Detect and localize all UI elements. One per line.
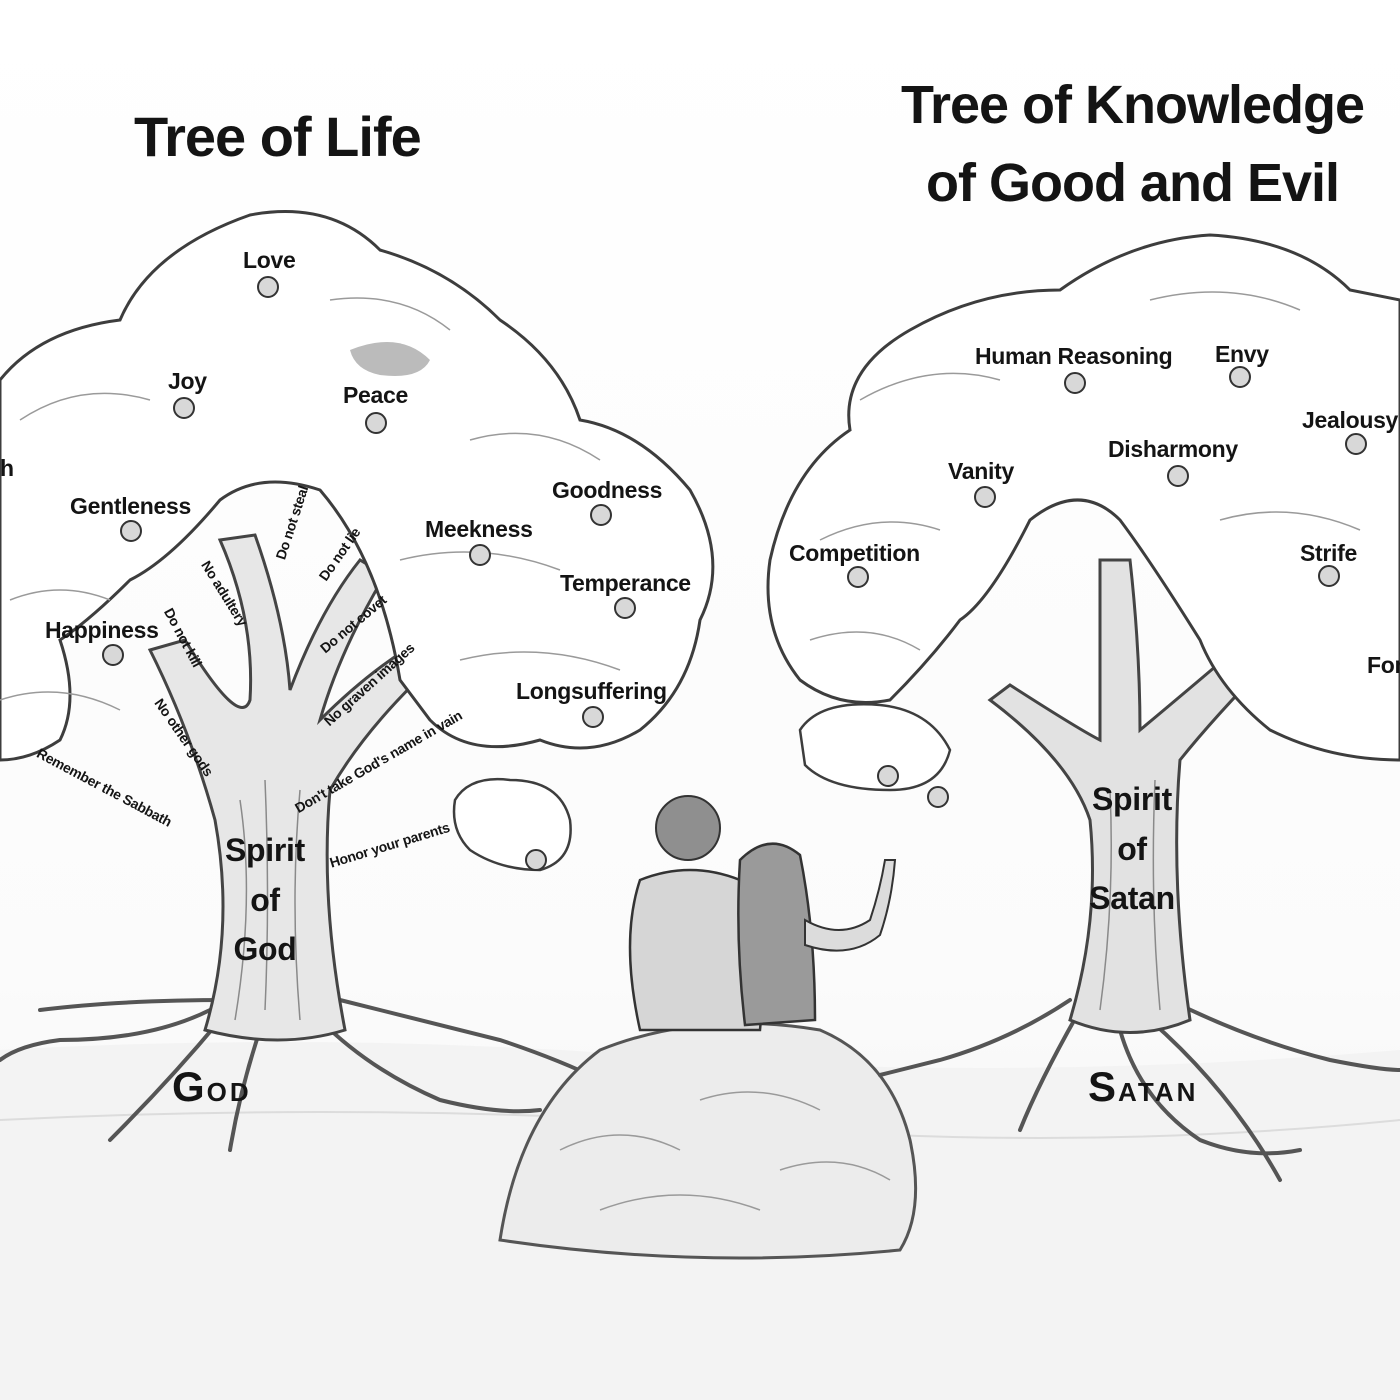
root-god: GOD xyxy=(172,1066,252,1108)
fruit-gentleness: Gentleness xyxy=(70,493,191,519)
fruit-peace: Peace xyxy=(343,382,409,408)
tree-of-knowledge-trunk xyxy=(987,558,1293,1034)
spirit-of-satan-line2: of xyxy=(1117,830,1147,867)
fruit-faith-fragment: h xyxy=(0,455,14,481)
tree-of-life xyxy=(0,210,715,1152)
spirit-of-god-line1: Spirit xyxy=(225,832,305,868)
rock xyxy=(498,1021,918,1260)
fruit-meekness: Meekness xyxy=(425,516,533,542)
tree-of-knowledge-title-line1: Tree of Knowledge xyxy=(900,75,1365,135)
woman-hair xyxy=(737,842,817,1027)
tree-of-life-fruit-marks xyxy=(102,276,636,871)
root-god-initial: G xyxy=(172,1063,207,1110)
fruit-longsuffering: Longsuffering xyxy=(516,678,667,704)
root-satan-initial: S xyxy=(1088,1063,1119,1110)
tree-of-knowledge xyxy=(766,233,1400,1182)
spirit-of-god-line3: God xyxy=(233,931,297,968)
woman-arm xyxy=(804,859,897,952)
fruit-joy: Joy xyxy=(168,368,207,394)
man-head xyxy=(655,795,721,861)
spirit-of-god: Spirit of God xyxy=(205,826,325,975)
tree-of-knowledge-roots xyxy=(878,998,1400,1182)
spirit-of-satan-line3: Satan xyxy=(1089,880,1175,917)
fruit-vanity: Vanity xyxy=(948,458,1014,484)
fruit-disharmony: Disharmony xyxy=(1108,436,1238,462)
tree-of-life-roots xyxy=(0,998,602,1152)
fruit-envy: Envy xyxy=(1215,341,1269,367)
tree-of-life-canopy xyxy=(0,210,715,762)
fruit-human-reasoning: Human Reasoning xyxy=(975,343,1173,369)
tree-of-life-title: Tree of Life xyxy=(134,105,422,168)
fruit-love: Love xyxy=(243,247,296,273)
fruit-temperance: Temperance xyxy=(560,570,691,596)
fruit-fornication-fragment: For xyxy=(1367,652,1400,678)
spirit-of-satan: Spirit of Satan xyxy=(1072,775,1192,924)
root-satan-rest: ATAN xyxy=(1118,1077,1199,1107)
fruit-happiness: Happiness xyxy=(45,617,159,643)
tree-of-knowledge-fruit-marks xyxy=(847,366,1367,808)
tree-of-life-trunk xyxy=(147,533,452,1042)
couple-on-rock xyxy=(498,795,918,1260)
fruit-goodness: Goodness xyxy=(552,477,663,503)
tree-of-knowledge-title: Tree of Knowledge of Good and Evil xyxy=(900,66,1365,223)
fruit-competition: Competition xyxy=(789,540,920,566)
fruit-strife: Strife xyxy=(1300,540,1357,566)
fruit-jealousy: Jealousy xyxy=(1302,407,1399,433)
root-satan: SATAN xyxy=(1088,1066,1198,1108)
spirit-of-satan-line1: Spirit xyxy=(1092,781,1172,817)
tree-of-knowledge-canopy xyxy=(766,233,1400,762)
tree-of-knowledge-title-line2: of Good and Evil xyxy=(926,153,1340,214)
spirit-of-god-line2: of xyxy=(250,881,280,918)
root-god-rest: OD xyxy=(206,1077,252,1107)
